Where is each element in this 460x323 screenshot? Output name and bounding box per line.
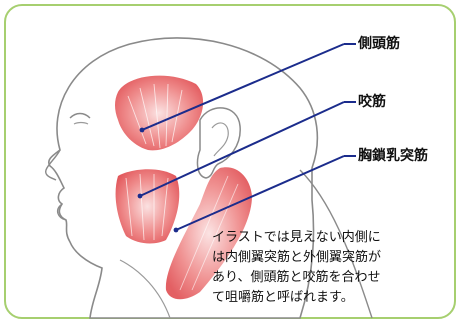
- note-line: て咀嚼筋と呼ばれます。: [212, 288, 452, 308]
- note-line: イラストでは見えない内側に: [212, 228, 452, 248]
- label-masseter: 咬筋: [358, 95, 386, 109]
- label-temporalis: 側頭筋: [358, 37, 400, 51]
- label-scm: 胸鎖乳突筋: [358, 149, 428, 163]
- note-line: あり、側頭筋と咬筋を合わせ: [212, 268, 452, 288]
- caption-note: イラストでは見えない内側に は内側翼突筋と外側翼突筋が あり、側頭筋と咬筋を合わ…: [212, 228, 452, 308]
- masseter-muscle: [116, 169, 180, 243]
- note-line: は内側翼突筋と外側翼突筋が: [212, 248, 452, 268]
